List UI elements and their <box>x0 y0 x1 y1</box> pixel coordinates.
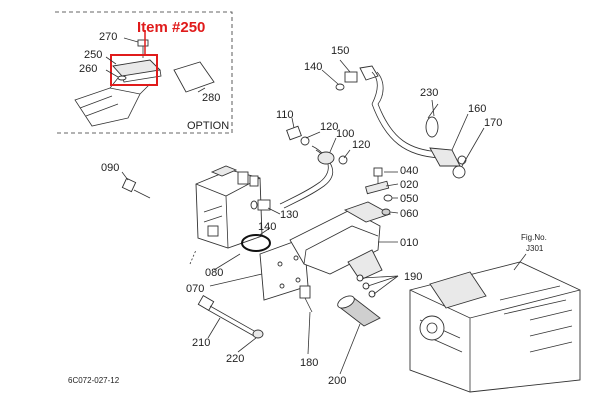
main-assembly <box>121 59 581 393</box>
label-020: 020 <box>400 179 418 191</box>
part-230-clamp <box>425 103 439 138</box>
part-170-plug <box>452 165 466 179</box>
option-label: OPTION <box>187 120 229 132</box>
option-inset: OPTION Item #250 <box>55 11 233 134</box>
label-270: 270 <box>99 31 117 43</box>
label-160: 160 <box>468 103 486 115</box>
part-130-adapter <box>250 199 271 211</box>
part-150-fitting <box>344 65 384 105</box>
label-190: 190 <box>404 271 422 283</box>
part-220-washer <box>252 329 264 339</box>
label-280: 280 <box>202 92 220 104</box>
label-230: 230 <box>420 87 438 99</box>
label-150: 150 <box>331 45 349 57</box>
part-160-fitting <box>429 147 467 167</box>
label-170: 170 <box>484 117 502 129</box>
inset-lever-sketch <box>74 77 151 127</box>
part-120-washer-a <box>300 136 310 146</box>
label-140-top: 140 <box>304 61 322 73</box>
label-080: 080 <box>205 267 223 279</box>
label-130: 130 <box>280 209 298 221</box>
part-260-spacer <box>117 75 127 81</box>
part-120-washer-b <box>338 155 348 165</box>
engine-block <box>409 261 581 393</box>
part-210-long-bolt <box>197 295 257 337</box>
label-260: 260 <box>79 63 97 75</box>
label-010: 010 <box>400 237 418 249</box>
part-010-bracket <box>289 201 392 281</box>
control-valve <box>195 165 263 249</box>
part-200-spacer-tube <box>337 295 381 327</box>
fig-no-code: J301 <box>526 244 544 253</box>
part-140-oring-top <box>335 83 345 91</box>
label-210: 210 <box>192 337 210 349</box>
label-070: 070 <box>186 283 204 295</box>
part-020-link <box>365 180 390 195</box>
item-250-highlight-box <box>110 54 158 86</box>
part-190-bolts <box>356 274 376 298</box>
label-140: 140 <box>258 221 276 233</box>
leader-lines <box>121 59 527 375</box>
label-250: 250 <box>84 49 102 61</box>
part-labels: 270 250 260 280 150 140 230 160 170 110 … <box>68 31 547 387</box>
label-180: 180 <box>300 357 318 369</box>
label-090: 090 <box>101 162 119 174</box>
part-050-washer <box>383 194 393 202</box>
part-100-pipe <box>279 145 335 209</box>
part-280-plate <box>173 61 215 93</box>
label-200: 200 <box>328 375 346 387</box>
part-180-bolt <box>299 285 313 313</box>
label-120-b: 120 <box>352 139 370 151</box>
item-250-callout: Item #250 <box>137 19 205 36</box>
figure-code: 6C072-027-12 <box>68 376 120 385</box>
label-040: 040 <box>400 165 418 177</box>
fig-no-label: Fig.No. <box>521 233 547 242</box>
label-220: 220 <box>226 353 244 365</box>
part-140-oring <box>241 234 271 252</box>
part-110-banjo-bolt <box>286 125 302 141</box>
label-100: 100 <box>336 128 354 140</box>
part-090-bolt <box>121 177 151 199</box>
part-060-nut <box>381 208 391 216</box>
label-050: 050 <box>400 193 418 205</box>
label-120-a: 120 <box>320 121 338 133</box>
label-060: 060 <box>400 208 418 220</box>
label-110: 110 <box>276 109 294 121</box>
